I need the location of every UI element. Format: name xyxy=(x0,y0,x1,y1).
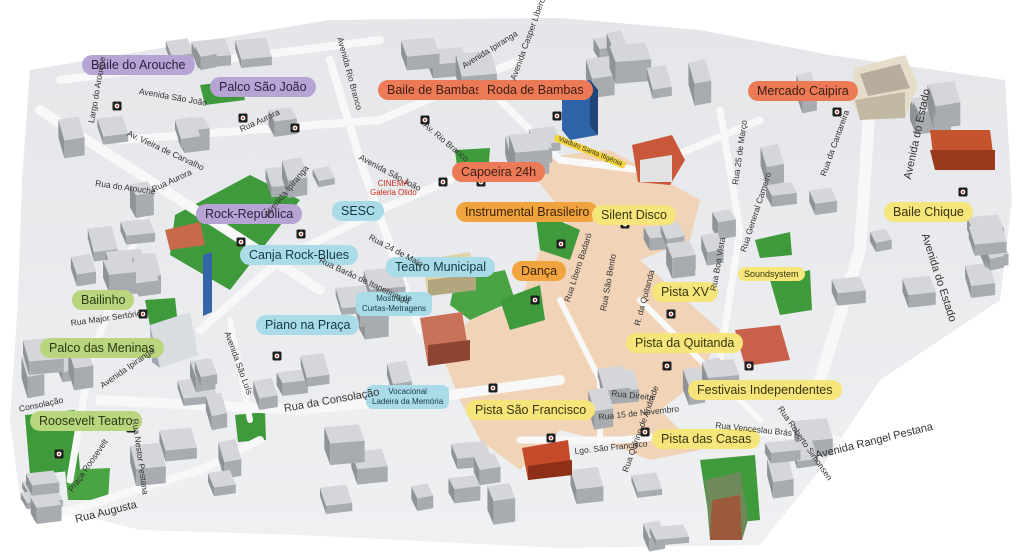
event-marker-icon[interactable] xyxy=(546,430,556,443)
event-marker-icon[interactable] xyxy=(112,98,122,111)
buildings-layer xyxy=(20,30,1009,552)
label-palco-sao-joao[interactable]: Palco São João xyxy=(210,77,316,97)
label-pista-sao-francisco[interactable]: Pista São Francisco xyxy=(466,400,596,420)
event-marker-icon[interactable] xyxy=(236,234,246,247)
event-marker-icon[interactable] xyxy=(238,110,248,123)
brick-building-sudeste xyxy=(735,325,790,366)
label-pista-xv[interactable]: Pista XV xyxy=(652,282,718,302)
label-teatro-municipal[interactable]: Teatro Municipal xyxy=(386,257,496,277)
market-building xyxy=(850,55,918,120)
label-piano-na-praca[interactable]: Piano na Praça xyxy=(256,315,360,335)
brick-building-monastery xyxy=(632,135,685,185)
label-pista-da-quitanda[interactable]: Pista da Quitanda xyxy=(626,333,744,353)
event-marker-icon[interactable] xyxy=(438,174,448,187)
event-marker-icon[interactable] xyxy=(556,236,566,249)
label-soundsystem[interactable]: Soundsystem xyxy=(738,267,805,281)
event-marker-icon[interactable] xyxy=(552,108,562,121)
event-marker-icon[interactable] xyxy=(290,120,300,133)
label-cinema-galeria-olido[interactable]: CINEMA Galeria Olido xyxy=(370,179,417,197)
label-festivais-independentes[interactable]: Festivais Independentes xyxy=(688,380,842,400)
label-bailinho[interactable]: Bailinho xyxy=(72,290,135,310)
label-baile-de-bambas[interactable]: Baile de Bambas xyxy=(378,80,491,100)
label-baile-do-arouche[interactable]: Baile do Arouche xyxy=(82,55,195,75)
label-instrumental-brasileiro[interactable]: Instrumental Brasileiro xyxy=(456,202,599,222)
brick-building-rock xyxy=(165,222,205,250)
label-canja-rock-blues[interactable]: Canja Rock-Blues xyxy=(240,245,359,265)
red-brick-building-center xyxy=(420,312,470,366)
label-capoeira-24h[interactable]: Capoeira 24h xyxy=(452,162,546,182)
event-marker-icon[interactable] xyxy=(666,306,676,319)
event-marker-icon[interactable] xyxy=(272,348,282,361)
tall-blue-tower xyxy=(203,252,212,316)
event-marker-icon[interactable] xyxy=(488,380,498,393)
event-marker-icon[interactable] xyxy=(138,306,148,319)
label-roosevelt-teatro[interactable]: Roosevelt Teatro xyxy=(30,411,142,431)
event-marker-icon[interactable] xyxy=(54,446,64,459)
label-roda-de-bambas[interactable]: Roda de Bambas xyxy=(478,80,593,100)
event-marker-icon[interactable] xyxy=(744,358,754,371)
brick-building-east xyxy=(930,130,995,170)
event-marker-icon[interactable] xyxy=(420,112,430,125)
label-mercado-caipira[interactable]: Mercado Caipira xyxy=(748,81,858,101)
event-marker-icon[interactable] xyxy=(530,292,540,305)
label-silent-disco[interactable]: Silent Disco xyxy=(592,205,676,225)
label-pista-das-casas[interactable]: Pista das Casas xyxy=(652,429,761,449)
sao-francisco-church xyxy=(522,440,572,480)
event-marker-icon[interactable] xyxy=(958,184,968,197)
event-marker-icon[interactable] xyxy=(296,226,306,239)
event-marker-icon[interactable] xyxy=(662,358,672,371)
event-marker-icon[interactable] xyxy=(640,424,650,437)
label-baile-chique[interactable]: Baile Chique xyxy=(884,202,973,222)
event-marker-icon[interactable] xyxy=(832,104,842,117)
label-palco-das-meninas[interactable]: Palco das Meninas xyxy=(40,338,164,358)
label-vocacional[interactable]: Vocacional Ladeira da Memória xyxy=(366,385,450,409)
cathedral-building xyxy=(705,472,748,540)
label-rock-republica[interactable]: Rock-República xyxy=(196,204,303,224)
label-danca[interactable]: Dança xyxy=(512,261,567,281)
label-mostra-curtas[interactable]: Mostra de Curtas-Metragens xyxy=(356,292,433,316)
label-sesc[interactable]: SESC xyxy=(332,201,385,221)
